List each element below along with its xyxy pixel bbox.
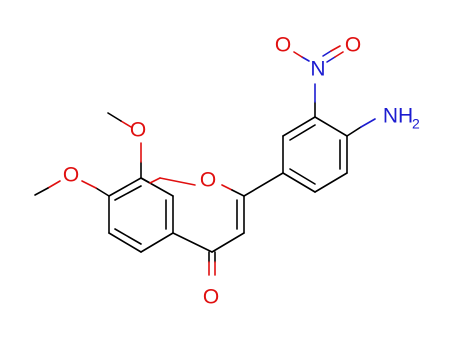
bond (120, 120, 132, 128)
bond (172, 232, 213, 253)
bond (159, 177, 196, 186)
bond (326, 56, 336, 63)
bond (149, 177, 161, 184)
bond (289, 168, 316, 185)
bond (243, 172, 284, 197)
bond (108, 177, 142, 197)
bond (282, 116, 316, 137)
bonds (34, 45, 376, 276)
bond (140, 232, 174, 253)
atom-o-methoxy-7: O (63, 164, 79, 187)
bond (81, 180, 97, 189)
atom-o-carbonyl: O (203, 286, 219, 309)
bond (140, 177, 151, 184)
atom-n-nitro: N (310, 58, 325, 81)
bond (282, 172, 316, 193)
bond (108, 232, 142, 253)
bond (322, 50, 332, 57)
bond (114, 185, 142, 201)
atom-o-ring: O (200, 169, 216, 192)
bond (293, 51, 303, 58)
bond (95, 187, 110, 197)
bond (330, 45, 341, 52)
atom-o-nitro-left: O (275, 34, 291, 57)
bond (221, 184, 233, 191)
bond (314, 116, 348, 137)
bond (231, 189, 245, 197)
bond (211, 232, 245, 253)
atom-labels: O O N NH 2 O O O O (63, 34, 420, 309)
bond (47, 180, 61, 189)
atom-nh-amino: NH (383, 105, 413, 128)
bond (107, 112, 122, 122)
bond (334, 51, 344, 58)
atom-o-nitro-right: O (345, 34, 361, 57)
bond (346, 126, 362, 137)
bond (289, 124, 316, 141)
bond (314, 172, 348, 193)
bond (114, 228, 142, 245)
bond (301, 56, 310, 62)
bond (360, 118, 376, 128)
bond (34, 187, 49, 196)
atom-nh2-subscript: 2 (412, 116, 420, 132)
atom-o-methoxy-8: O (130, 119, 146, 142)
atom-nh2-amino: NH 2 (383, 105, 420, 132)
